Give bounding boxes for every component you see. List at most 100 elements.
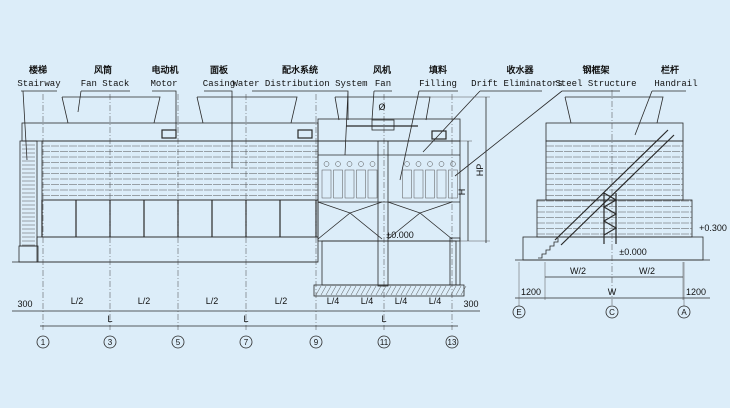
- nozzle: [427, 161, 433, 167]
- label-en: Filling: [419, 79, 457, 89]
- dim-w2-left: W/2: [570, 266, 586, 276]
- leader-line: [634, 90, 686, 136]
- front-elevation: [12, 94, 453, 330]
- filling-block: [367, 169, 378, 199]
- dim-edge-right: 300: [463, 299, 478, 309]
- label-cn: 电动机: [151, 64, 178, 76]
- label-en: Fan: [375, 79, 391, 89]
- nozzle: [323, 161, 330, 167]
- section-view: Ø ±0.000 H HP: [313, 96, 490, 297]
- filling-block: [333, 169, 343, 199]
- hatch-line: [450, 285, 457, 296]
- ext-lines: [430, 96, 490, 242]
- stair-base: [18, 245, 39, 263]
- hatch-line: [445, 285, 452, 296]
- label-fan-stack: 风筒 Fan Stack: [77, 64, 130, 113]
- hatch-line: [405, 285, 412, 296]
- hatch-line: [345, 285, 352, 296]
- hatch-line: [320, 285, 327, 296]
- axis-label: 11: [380, 338, 389, 347]
- label-drift-eliminators: 收水器 Drift Eliminators: [422, 64, 563, 153]
- label-cn: 收水器: [506, 64, 534, 76]
- nozzle: [450, 161, 456, 167]
- axis-bubble: [103, 335, 117, 349]
- hatch-line: [430, 285, 437, 296]
- dim-hp-label: HP: [475, 164, 485, 177]
- side-lower: [536, 199, 693, 238]
- dim-half: L/2: [275, 296, 288, 306]
- axis-label: 1: [41, 338, 46, 347]
- axis-label: A: [681, 308, 687, 317]
- filling-block: [448, 169, 458, 199]
- filling-block: [356, 169, 366, 199]
- hatch-line: [380, 285, 387, 296]
- motor-icon: [297, 129, 313, 139]
- label-en: Drift Eliminators: [471, 79, 563, 89]
- dim-side-right: 1200: [686, 287, 706, 297]
- filling-block: [425, 169, 435, 199]
- side-louvers: [545, 140, 684, 201]
- label-cn: 配水系统: [282, 64, 318, 76]
- level-zero-section: ±0.000: [386, 230, 413, 240]
- dim-full: L: [107, 314, 112, 324]
- stair-treads: [22, 144, 35, 246]
- stair-steps: [538, 238, 559, 259]
- dim-edge-left: 300: [17, 299, 32, 309]
- label-en: Motor: [150, 79, 177, 89]
- dim-w-label: W: [608, 287, 617, 297]
- leader-line: [454, 90, 620, 177]
- nozzle: [358, 161, 364, 167]
- hatch-line: [435, 285, 442, 296]
- axis-bubble: [377, 335, 391, 349]
- filling-block: [436, 169, 447, 199]
- hatch-line: [395, 285, 402, 296]
- axis-label: 7: [244, 338, 249, 347]
- axis-label: 13: [448, 338, 457, 347]
- axis-label: C: [609, 308, 615, 317]
- motor-icon: [431, 130, 447, 140]
- axis-label: E: [516, 308, 521, 317]
- leader-line: [371, 90, 392, 121]
- label-cn: 钢框架: [582, 64, 609, 76]
- foundation-slab: [313, 284, 465, 297]
- axis-bubble: [239, 335, 253, 349]
- hatch-line: [350, 285, 357, 296]
- section-body: [317, 140, 461, 242]
- dim-quarter: L/4: [327, 296, 340, 306]
- front-dimensions: 300 300 L/2 L/2 L/2 L/2 L/4 L/4 L/4 L/4 …: [12, 296, 480, 349]
- hatch-line: [410, 285, 417, 296]
- hatch-line: [440, 285, 447, 296]
- nozzle: [404, 161, 410, 167]
- label-fan: 风机 Fan: [371, 64, 392, 121]
- leader-line: [252, 90, 349, 156]
- basin-wall: [449, 237, 461, 286]
- hatch-line: [335, 285, 342, 296]
- hatch-line: [370, 285, 377, 296]
- label-cn: 风筒: [94, 64, 112, 76]
- label-filling: 填料 Filling: [399, 64, 458, 181]
- label-en: Fan Stack: [81, 79, 130, 89]
- nozzle: [369, 161, 376, 167]
- hatch-line: [360, 285, 367, 296]
- label-steel-structure: 钢框架 Steel Structure: [454, 64, 637, 177]
- hatch-line: [340, 285, 347, 296]
- dim-quarter: L/4: [429, 296, 442, 306]
- hatch-line: [460, 285, 467, 296]
- axis-bubble: [36, 335, 50, 349]
- label-en: Stairway: [17, 79, 61, 89]
- column-lines: [41, 200, 317, 237]
- label-cn: 风机: [373, 64, 391, 76]
- dim-w2-right: W/2: [639, 266, 655, 276]
- dim-half: L/2: [206, 296, 219, 306]
- filling-block: [321, 169, 332, 199]
- axis-centerlines: [42, 94, 453, 330]
- side-ext-lines: [518, 262, 685, 306]
- diameter-label: Ø: [378, 102, 385, 112]
- axis-bubble: [605, 305, 619, 319]
- label-casing: 面板 Casing: [203, 64, 235, 168]
- dim-full: L: [243, 314, 248, 324]
- axis-bubble: [677, 305, 691, 319]
